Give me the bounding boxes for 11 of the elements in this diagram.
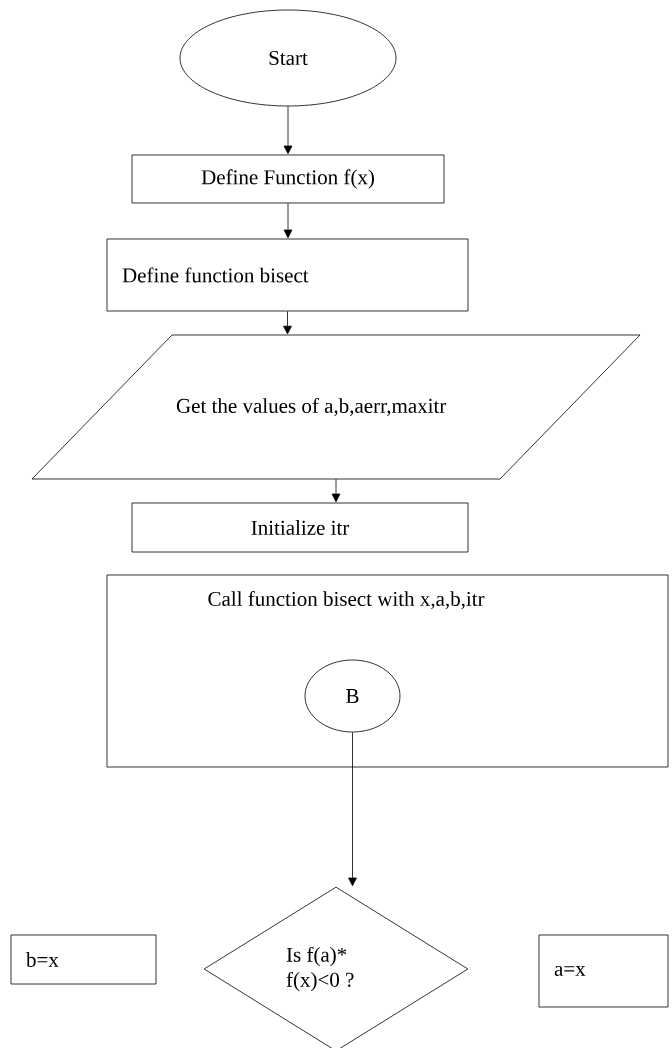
arrow (283, 311, 292, 335)
process-box: a=x (538, 934, 669, 1008)
arrow (283, 203, 293, 239)
process-box: Define Function f(x) (131, 154, 445, 204)
arrow (283, 106, 293, 155)
process-box: b=x (10, 934, 157, 985)
process-box: Define function bisect (106, 238, 469, 312)
input-parallelogram: Get the values of a,b,aerr,maxitr (31, 334, 641, 480)
arrow (348, 732, 357, 887)
arrow (331, 478, 341, 503)
process-box: Initialize itr (131, 502, 469, 553)
